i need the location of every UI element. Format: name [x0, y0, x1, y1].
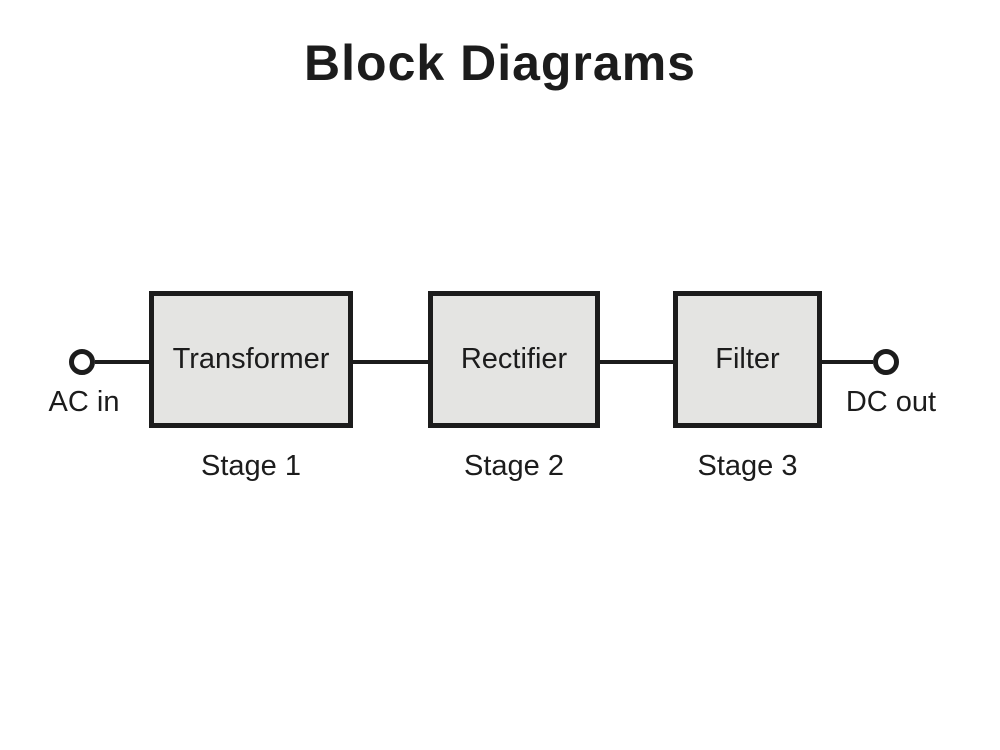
stage-3-caption: Stage 3	[697, 450, 798, 482]
wire-input-to-transformer	[95, 360, 149, 364]
stage-2-caption: Stage 2	[464, 450, 564, 482]
input-label: AC in	[48, 386, 120, 418]
block-transformer: Transformer	[149, 291, 353, 428]
block-transformer-label: Transformer	[172, 343, 330, 375]
block-rectifier-label: Rectifier	[460, 343, 568, 375]
block-filter: Filter	[673, 291, 822, 428]
block-rectifier: Rectifier	[428, 291, 600, 428]
output-label: DC out	[845, 386, 937, 418]
stage-1-caption: Stage 1	[201, 450, 301, 482]
page-title: Block Diagrams	[304, 35, 696, 91]
output-terminal-icon	[873, 349, 899, 375]
wire-rectifier-to-filter	[600, 360, 673, 364]
wire-filter-to-output	[822, 360, 873, 364]
block-filter-label: Filter	[715, 343, 780, 375]
input-terminal-icon	[69, 349, 95, 375]
wire-transformer-to-rectifier	[353, 360, 428, 364]
